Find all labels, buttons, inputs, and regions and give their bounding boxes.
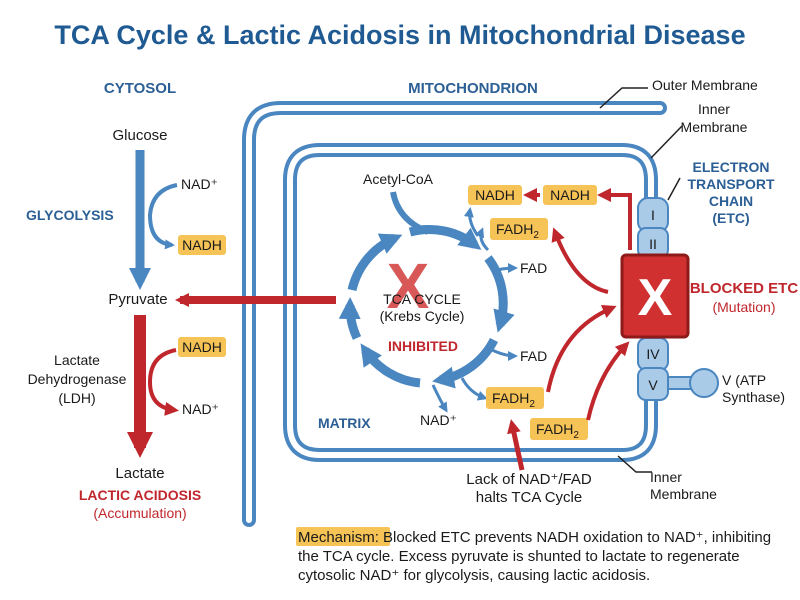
mechanism-line-1: Mechanism: Blocked ETC prevents NADH oxi… [298,529,771,546]
tca-nadh-badge-a [468,185,522,205]
complex-iv-label: IV [646,346,660,362]
outer-membrane [242,101,667,527]
note-line-1: Lack of NAD⁺/FAD [466,471,592,488]
tca-nadh-label-b: NADH [550,187,590,203]
etc-complexes [637,197,719,401]
cytosol-heading: CYTOSOL [104,80,176,97]
atp-synthase-label-2: Synthase) [722,389,785,405]
tca-fadh2-badge-c [530,418,588,440]
pyruvate-label: Pyruvate [108,291,167,308]
inhibited-label: INHIBITED [388,338,458,354]
lactate-label: Lactate [115,465,164,482]
tca-fadh2-badge-b [486,387,544,409]
etc-to-fadh2-arrow [551,227,609,294]
ldh-label-1: Lactate [54,352,100,368]
etc-title-4: (ETC) [712,210,749,226]
nad-plus-label: NAD⁺ [181,176,218,192]
branch-fad-a [496,263,518,274]
glycolysis-label: GLYCOLYSIS [26,207,114,223]
ldh-nadh-label: NADH [182,339,222,355]
etc-title-1: ELECTRON [693,159,770,175]
etc-title-leader [667,177,681,201]
branch-fadh2-b [460,377,488,401]
ldh-nad-plus-label: NAD⁺ [182,401,219,417]
tca-nad-plus-label: NAD⁺ [420,412,457,428]
tca-fadh2-label-b: FADH2 [492,390,535,410]
tca-fadh2-badge-a [490,218,548,240]
branch-fad-b [491,348,518,361]
outer-membrane-label: Outer Membrane [652,77,758,93]
complex-v-label: V [648,377,658,393]
tca-fadh2-label-c: FADH2 [536,421,579,441]
nadh-label: NADH [182,237,222,253]
ldh-label-2: Dehydrogenase [28,371,127,387]
mitochondrion-heading: MITOCHONDRION [408,80,538,97]
outer-membrane-leader [599,87,648,109]
tca-block-mark: X [387,250,430,322]
page-title: TCA Cycle & Lactic Acidosis in Mitochond… [54,20,745,50]
etc-title-3: CHAIN [709,193,753,209]
inner-membrane-bottom-label-2: Membrane [650,486,717,502]
nad-to-nadh-arrow [147,183,178,250]
mutation-label: (Mutation) [712,299,775,315]
tca-fad-label-b: FAD [520,348,547,364]
complex-i-label: I [651,207,655,223]
etc-title-2: TRANSPORT [687,176,775,192]
accumulation-label: (Accumulation) [93,505,186,521]
blocked-etc-label: BLOCKED ETC [690,280,799,297]
acetyl-coa-label: Acetyl-CoA [363,171,434,187]
ldh-label-3: (LDH) [58,390,95,406]
krebs-cycle-label: (Krebs Cycle) [380,308,465,324]
mechanism-line-3: cytosolic NAD⁺ for glycolysis, causing l… [298,567,650,584]
inner-membrane-top-label-2: Membrane [681,119,748,135]
etc-block-mark: X [638,269,673,327]
tca-fad-label-a: FAD [520,260,547,276]
complex-ii-label: II [649,236,657,252]
tca-cycle-ring [338,224,515,389]
branch-nad-plus [431,384,448,413]
matrix-label: MATRIX [318,415,371,431]
nadh-badge [178,235,226,255]
nadh-to-nad-arrow [147,348,179,416]
mechanism-text-1: Blocked ETC prevents NADH oxidation to N… [379,529,771,546]
inner-membrane [283,143,658,462]
etc-block-box [620,253,690,339]
inner-membrane-bottom-leader [617,455,652,473]
fadh2-c-to-etc-arrow [586,341,630,421]
tca-nadh-badge-b [543,185,597,205]
glucose-label: Glucose [112,127,167,144]
mechanism-label: Mechanism: [298,529,379,546]
note-arrow [507,419,525,471]
inner-membrane-top-label-1: Inner [698,101,730,117]
tca-nadh-label-a: NADH [475,187,515,203]
atp-synthase-label-1: V (ATP [722,372,766,388]
fadh2-b-to-etc-arrow [546,305,617,393]
mechanism-highlight [296,527,390,546]
etc-to-nadh-arrow [597,188,632,250]
inner-membrane-bottom-label-1: Inner [650,469,682,485]
note-line-2: halts TCA Cycle [476,489,582,506]
tca-fadh2-label-a: FADH2 [496,221,539,241]
mechanism-line-2: the TCA cycle. Excess pyruvate is shunte… [298,548,740,565]
inner-membrane-top-leader [650,125,683,159]
branch-fadh2-a [474,227,490,252]
lactic-acidosis-label: LACTIC ACIDOSIS [79,487,201,503]
tca-cycle-label: TCA CYCLE [383,291,461,307]
branch-nadh-a [463,207,480,237]
ldh-nadh-badge [178,337,226,357]
